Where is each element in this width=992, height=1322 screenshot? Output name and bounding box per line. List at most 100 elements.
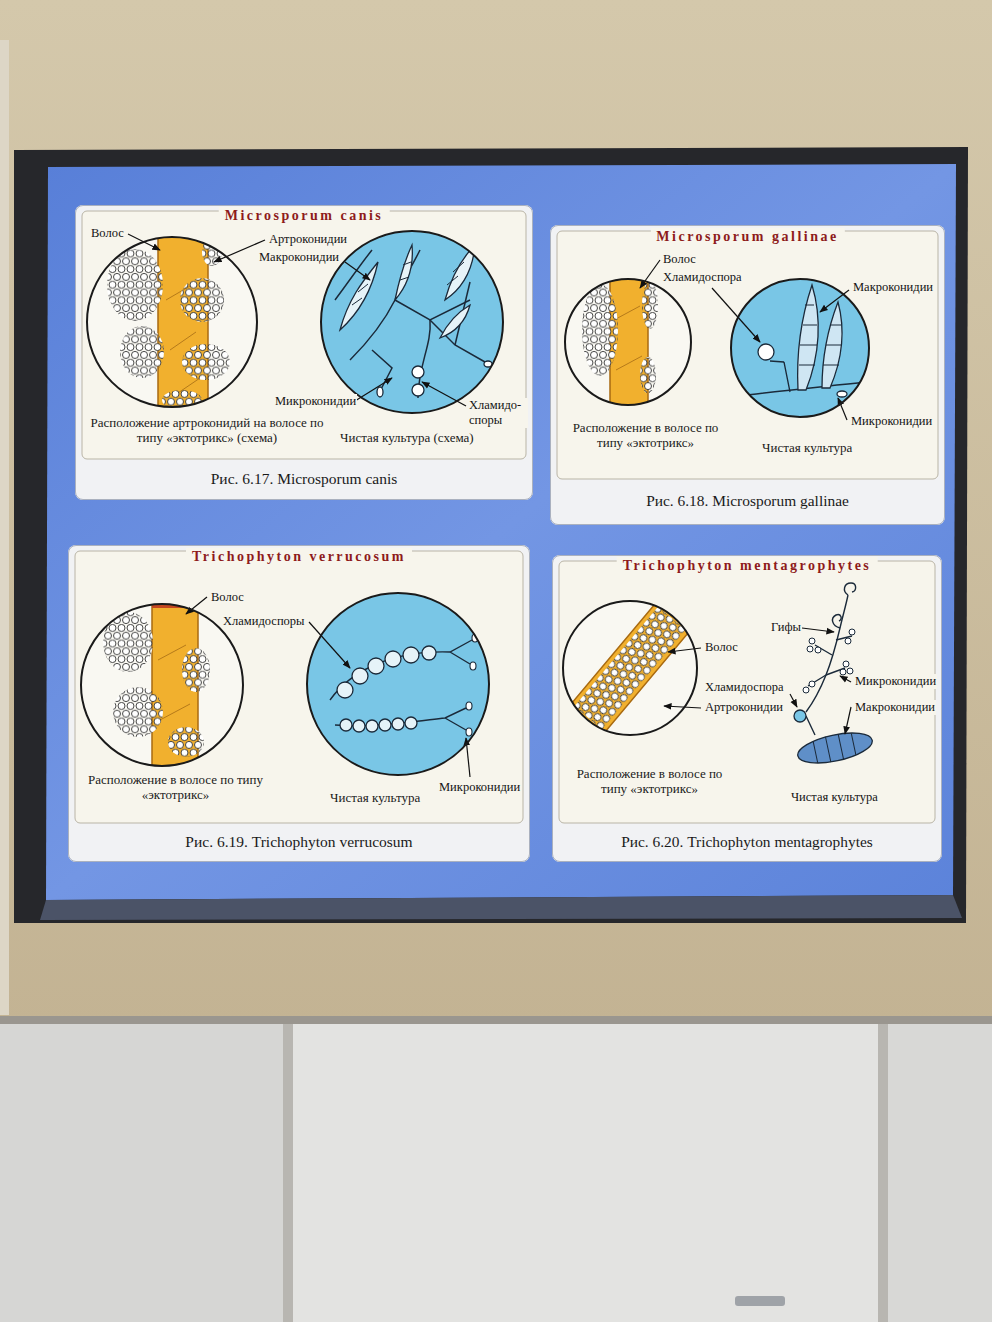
whiteboards bbox=[878, 1024, 888, 1322]
pure-culture bbox=[366, 720, 378, 732]
leader-line bbox=[186, 597, 470, 777]
leader-line bbox=[640, 260, 849, 420]
pure-culture bbox=[340, 245, 475, 338]
species-title: Trichophyton verrucosum bbox=[186, 548, 412, 565]
pure-culture bbox=[833, 615, 842, 628]
hair-ectothrix bbox=[562, 593, 699, 744]
pure-culture bbox=[340, 262, 378, 330]
callout-label: Хламидоспора bbox=[704, 680, 785, 695]
callout-label: Хламидоспора bbox=[662, 270, 743, 285]
micro-circle: Чистая культура bbox=[306, 592, 490, 776]
hair-ectothrix bbox=[120, 326, 164, 378]
callout-label: Гифы bbox=[770, 620, 802, 635]
projection-screen bbox=[14, 147, 968, 923]
leader-line bbox=[664, 706, 701, 708]
hair-ectothrix bbox=[562, 593, 699, 744]
whiteboards bbox=[0, 1016, 992, 1322]
panel-ground bbox=[550, 225, 945, 525]
callout-label: Чистая культура bbox=[790, 790, 879, 805]
pure-culture bbox=[795, 727, 875, 768]
panel-ground bbox=[557, 231, 938, 479]
panel-ground bbox=[68, 205, 945, 862]
callout-label: Хламидо- споры bbox=[468, 398, 528, 428]
pure-culture bbox=[412, 366, 424, 378]
panel-ground bbox=[75, 551, 523, 823]
species-title: Microsporum gallinae bbox=[650, 228, 844, 245]
whiteboards bbox=[888, 1024, 992, 1322]
leader-line bbox=[845, 707, 851, 734]
hair-ectothrix bbox=[562, 593, 699, 744]
figure-caption: Рис. 6.19. Trichophyton verrucosum bbox=[69, 829, 529, 855]
callout-label: Микроконидии bbox=[274, 394, 357, 409]
callout-label: Микроконидии bbox=[850, 414, 933, 429]
pure-culture bbox=[730, 278, 870, 418]
pure-culture bbox=[377, 361, 492, 397]
figure-panel: Microsporum gallinaeРис. 6.18. Microspor… bbox=[550, 225, 945, 525]
pure-culture bbox=[320, 230, 504, 414]
pure-culture bbox=[392, 718, 404, 730]
pure-culture bbox=[847, 668, 853, 674]
pure-culture bbox=[352, 262, 464, 305]
species-title: Trichophyton mentagrophytes bbox=[617, 557, 878, 574]
pure-culture bbox=[466, 728, 472, 736]
circle-caption: Чистая культура (схема) bbox=[340, 430, 510, 445]
projection-screen bbox=[14, 147, 968, 923]
micro-circle: Расположение в волосе по типу «эктотрикс… bbox=[80, 603, 244, 767]
callout-label: Волос bbox=[210, 590, 245, 605]
hair-ectothrix bbox=[574, 607, 685, 730]
pure-culture bbox=[466, 634, 478, 736]
callout-label: Артроконидии bbox=[268, 232, 348, 247]
callout-label: Макроконидии bbox=[852, 280, 934, 295]
room-wall bbox=[0, 0, 992, 1030]
pure-culture bbox=[815, 647, 821, 653]
micro-circle: Расположение артроконидий на волосе по т… bbox=[86, 236, 258, 408]
leader-line bbox=[345, 262, 370, 280]
hair-ectothrix bbox=[582, 284, 618, 376]
pure-culture bbox=[377, 387, 383, 397]
pure-culture bbox=[484, 361, 492, 367]
pure-culture bbox=[440, 305, 470, 338]
leader-line bbox=[712, 288, 760, 342]
hair-ectothrix bbox=[86, 228, 258, 424]
callout-label: Волос bbox=[90, 226, 125, 241]
pure-culture bbox=[845, 638, 851, 644]
pure-culture bbox=[368, 658, 384, 674]
pure-culture bbox=[803, 629, 855, 693]
figure-caption: Рис. 6.20. Trichophyton mentagrophytes bbox=[553, 829, 941, 855]
circle-caption: Расположение в волосе по типу «эктотрикс… bbox=[558, 420, 733, 450]
figure-panel: Trichophyton verrucosumРис. 6.19. Tricho… bbox=[68, 545, 530, 862]
circle-caption: Расположение артроконидий на волосе по т… bbox=[82, 415, 332, 445]
hair-ectothrix bbox=[158, 228, 208, 424]
whiteboards bbox=[293, 1024, 878, 1322]
pure-culture bbox=[758, 344, 774, 360]
leader-line bbox=[466, 738, 470, 777]
whiteboards bbox=[735, 1296, 785, 1306]
panel-ground bbox=[82, 211, 526, 459]
pure-culture bbox=[770, 361, 790, 392]
callout-label: Волос bbox=[662, 252, 697, 267]
hair-ectothrix bbox=[182, 344, 230, 380]
whiteboards bbox=[283, 1024, 293, 1322]
whiteboards bbox=[0, 1016, 992, 1322]
pure-culture bbox=[353, 720, 365, 732]
pure-culture bbox=[809, 681, 815, 687]
pure-culture bbox=[806, 636, 852, 735]
circle-caption: Чистая культура bbox=[330, 790, 450, 805]
species-title: Microsporum canis bbox=[219, 207, 390, 224]
hair-ectothrix bbox=[107, 249, 163, 321]
pure-culture bbox=[330, 640, 472, 700]
micro-circle: Расположение в волосе по типу «эктотрикс… bbox=[564, 278, 692, 406]
hair-ectothrix bbox=[642, 281, 658, 329]
hair-ectothrix bbox=[180, 278, 224, 322]
pure-culture bbox=[849, 629, 855, 635]
projection-screen bbox=[40, 895, 962, 920]
pure-culture bbox=[844, 583, 855, 595]
hair-ectothrix bbox=[640, 357, 656, 393]
leader-line bbox=[422, 382, 466, 406]
panel-ground bbox=[559, 561, 935, 823]
pure-culture bbox=[466, 702, 472, 710]
leader-line bbox=[664, 628, 851, 734]
leader-line bbox=[790, 694, 797, 707]
pure-culture bbox=[337, 646, 436, 732]
